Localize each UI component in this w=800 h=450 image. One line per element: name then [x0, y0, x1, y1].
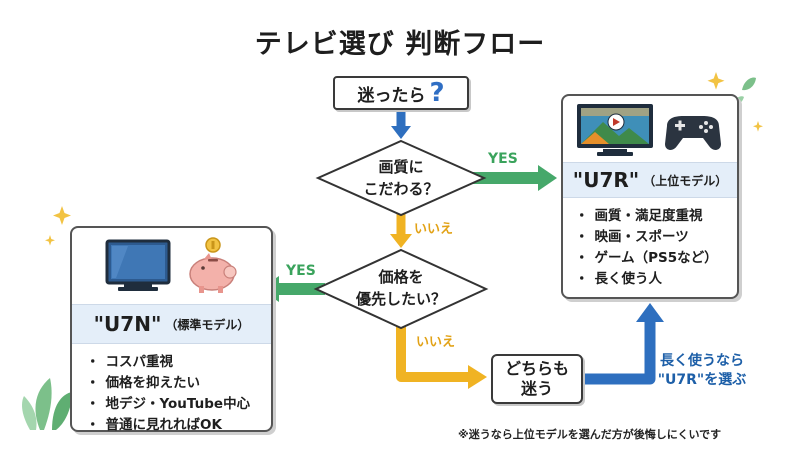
decision-diamond-price — [313, 248, 489, 330]
plant-icon — [22, 378, 72, 430]
list-item: ・画質・満足度重視 — [575, 208, 703, 224]
list-item: ・価格を抑えたい — [86, 375, 200, 391]
game-controller-icon — [665, 116, 721, 150]
question-mark-icon: ? — [429, 78, 445, 108]
decision-diamond-quality — [315, 139, 487, 217]
card-u7r-model: "U7R" — [572, 168, 640, 192]
footnote: ※迷うなら上位モデルを選んだ方が後悔しにくいです — [458, 428, 722, 441]
no-label-quality: いいえ — [414, 222, 454, 237]
decision2-line2: 優先したい？ — [355, 290, 446, 308]
decision2-line1: 価格を — [377, 268, 423, 286]
sparkle-icon — [707, 72, 725, 90]
card-u7r-tier: （上位モデル） — [643, 173, 728, 188]
card-u7n-illustration — [72, 228, 271, 304]
recommendation-note: 長く使うなら "U7R"を選ぶ — [643, 352, 761, 390]
coin-icon — [205, 237, 221, 253]
list-item: ・コスパ重視 — [86, 354, 173, 370]
yes-label-price: YES — [286, 263, 316, 279]
note-line1: 長く使うなら — [660, 353, 744, 369]
card-u7r-header: "U7R" （上位モデル） — [563, 162, 737, 198]
tv-icon — [577, 104, 653, 156]
list-item: ・映画・スポーツ — [575, 229, 689, 245]
decision1-line2: こだわる？ — [363, 180, 438, 198]
both-uncertain-node: どちらも 迷う — [491, 354, 583, 404]
tv-icon — [105, 239, 171, 291]
list-item: ・長く使う人 — [575, 271, 662, 287]
card-u7n-model: "U7N" — [93, 312, 162, 336]
card-u7r-illustration — [563, 96, 737, 162]
both-line1: どちらも — [504, 359, 569, 378]
card-u7r: "U7R" （上位モデル） ・画質・満足度重視 ・映画・スポーツ ・ゲーム（PS… — [561, 94, 739, 299]
decision1-line1: 画質に — [378, 158, 423, 176]
sparkle-icon — [753, 121, 763, 132]
note-line2: "U7R"を選ぶ — [657, 372, 747, 388]
no-label-price: いいえ — [416, 335, 456, 350]
sparkle-icon — [53, 206, 71, 225]
both-line2: 迷う — [520, 379, 553, 398]
card-u7n-header: "U7N" （標準モデル） — [72, 304, 271, 344]
piggy-bank-icon — [189, 253, 237, 293]
card-u7n-list: ・コスパ重視 ・価格を抑えたい ・地デジ・YouTube中心 ・普通に見れればO… — [72, 344, 271, 436]
page-title: テレビ選び 判断フロー — [254, 29, 546, 60]
start-node: 迷ったら ? — [333, 76, 469, 110]
start-label: 迷ったら — [357, 85, 426, 106]
leaf-icon — [742, 77, 756, 91]
card-u7r-list: ・画質・満足度重視 ・映画・スポーツ ・ゲーム（PS5など） ・長く使う人 — [563, 198, 737, 290]
card-u7n: "U7N" （標準モデル） ・コスパ重視 ・価格を抑えたい ・地デジ・YouTu… — [70, 226, 273, 433]
list-item: ・地デジ・YouTube中心 — [86, 396, 251, 412]
card-u7n-tier: （標準モデル） — [165, 317, 250, 332]
list-item: ・普通に見れればOK — [86, 417, 222, 433]
yes-label-quality: YES — [488, 151, 518, 167]
list-item: ・ゲーム（PS5など） — [575, 250, 718, 266]
sparkle-icon — [45, 235, 55, 246]
